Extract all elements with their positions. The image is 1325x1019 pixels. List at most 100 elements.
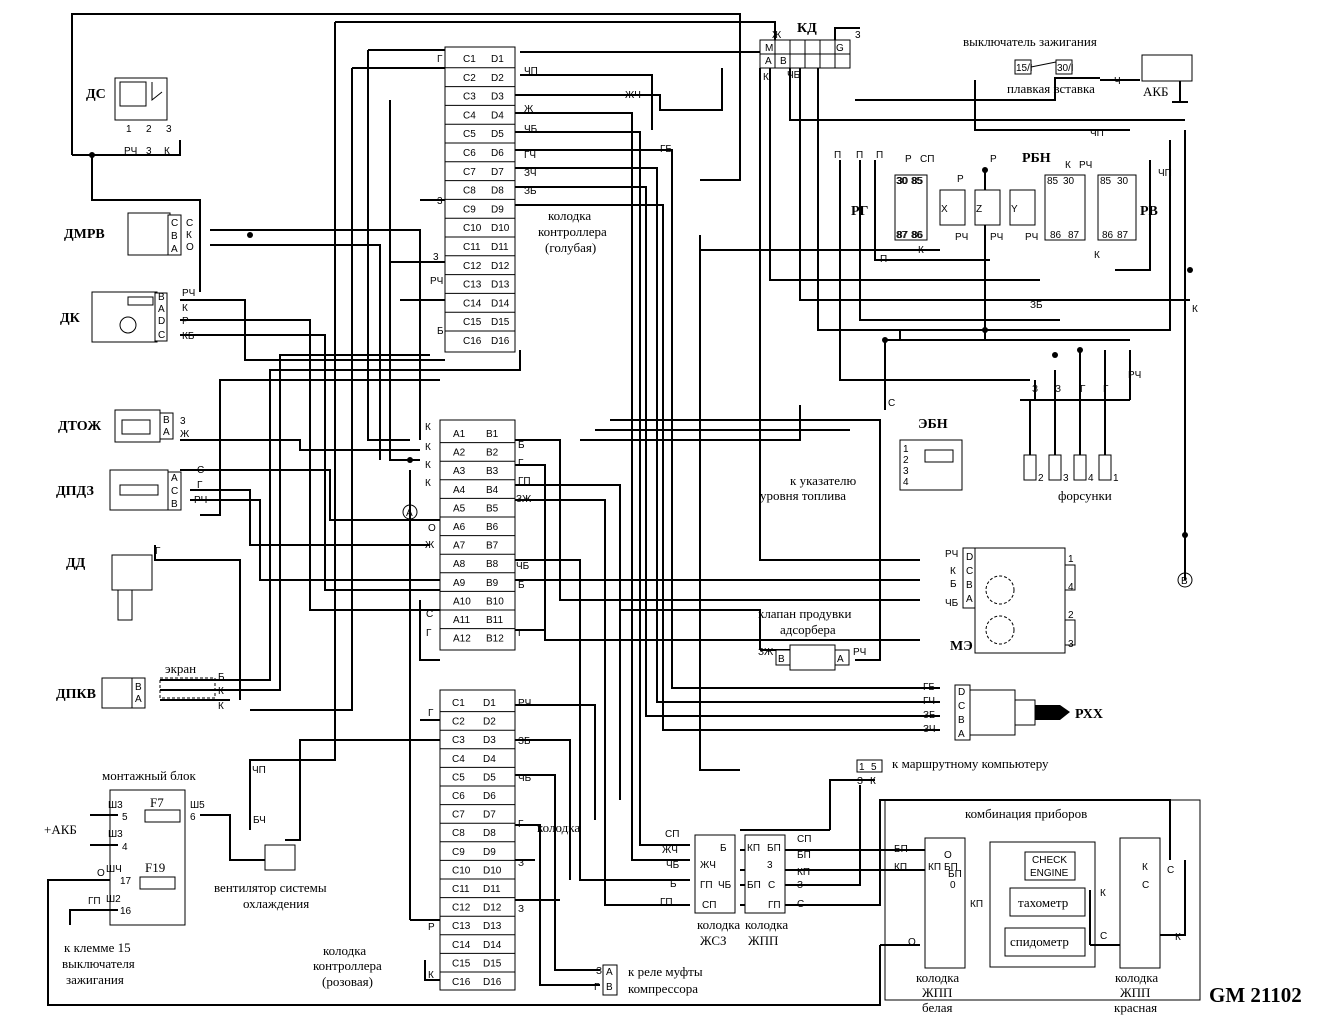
mount-block-caption: монтажный блок — [102, 768, 196, 783]
pin-code-relay-rv: 86 — [1102, 230, 1114, 241]
pin-code-me-pins: D — [966, 552, 973, 563]
component-labels: ДС ДМРВ ДК ДТОЖ ДПДЗ ДД ДПКВ КД РГ РБН Р… — [56, 21, 1169, 722]
pink-pin-d: D4 — [483, 754, 496, 765]
plus-akb-caption: +АКБ — [44, 822, 77, 837]
ab-pin-b: B7 — [486, 541, 499, 552]
speedometer-label: спидометр — [1010, 934, 1069, 949]
screen-caption: экран — [165, 661, 196, 676]
pin-code-kd: В — [780, 56, 787, 67]
pink-pin-d: D16 — [483, 977, 502, 988]
pin-code-zhpp-pins: ГП — [768, 900, 781, 911]
pin-code-injector-nums: 1 — [1113, 473, 1119, 484]
zhpp-caption-2: ЖПП — [748, 933, 778, 948]
wire-tag-pink-right: З — [518, 904, 524, 915]
pin-code-zhsz-pins: ЖЧ — [700, 860, 716, 871]
zhsz-caption-2: ЖСЗ — [700, 933, 727, 948]
ab-pin-a: A5 — [453, 503, 466, 514]
wire-tag-relays: К — [1065, 160, 1071, 171]
blue-caption-1: колодка — [548, 208, 591, 223]
wire-tag-dk: РЧ — [182, 288, 195, 299]
pin-code-me-spark: 3 — [1068, 639, 1074, 650]
pin-code-zhsz-pins: Б — [720, 843, 727, 854]
ign-term-caption-3: зажигания — [66, 972, 124, 987]
wire-tag-kd: 3 — [855, 30, 861, 41]
pin-code-zhpp-pins: КП — [747, 843, 760, 854]
pin-code-kd: А — [765, 56, 772, 67]
pin-code-mount-pins: 5 — [122, 812, 128, 823]
pin-code-relay-terms: 30 — [896, 176, 908, 187]
ab-connector-pins: A1A2A3A4A5A6A7A8A9A10A11A12B1B2B3B4B5B6B… — [440, 429, 515, 645]
pink-caption-3: (розовая) — [322, 974, 373, 989]
wire-tag-zhsz: ЧБ — [666, 860, 680, 871]
pin-code-zhpp-pins: С — [768, 880, 775, 891]
pin-code-dk-pins: А — [158, 304, 165, 315]
wires — [47, 13, 1190, 1006]
pin-code-mount-pins: Ш2 — [106, 894, 121, 905]
pin-code-rhh-pins: A — [958, 729, 965, 740]
wire-tag-cluster: КП — [970, 899, 983, 910]
wire-tag-blue-right: ЖЧ — [625, 90, 641, 101]
pink-pin-c: C3 — [452, 735, 465, 746]
wire-tag-injectors: Г — [1080, 384, 1086, 395]
pin-code-zhsz-pins: ГП — [700, 880, 713, 891]
pin-code-ebn-pins: 4 — [903, 477, 909, 488]
pin-code-injector-nums: 4 — [1088, 473, 1094, 484]
pink-pin-d: D10 — [483, 865, 502, 876]
wire-tag-blue-left: РЧ — [430, 276, 443, 287]
wire-tag-dk: К — [182, 303, 188, 314]
zhpp-connector — [744, 834, 786, 914]
pin-code-purge-pins: А — [837, 654, 844, 665]
zhsz-caption-1: колодка — [697, 917, 740, 932]
pin-code-relay-terms: 86 — [911, 230, 923, 241]
pin-code-kd: М — [765, 43, 773, 54]
pin-code-zhsz-pins: ЧБ — [718, 880, 732, 891]
wire-tag-ab-left: К — [425, 422, 431, 433]
ds-label: ДС — [86, 87, 106, 102]
wire-tag-cluster: О — [908, 937, 916, 948]
wire-tag-dpkv: К — [218, 701, 224, 712]
wire-tag-me: К — [950, 566, 956, 577]
wire-tag-ab-right: Г — [518, 458, 524, 469]
blue-pin-d: D6 — [491, 148, 504, 159]
check-engine-line-1: CHECK — [1032, 855, 1067, 866]
ebn-symbol — [899, 439, 963, 491]
pink-pin-c: C7 — [452, 810, 465, 821]
wire-tag-ab-right: ГП — [518, 476, 531, 487]
pin-code-purge-pins: В — [778, 654, 785, 665]
pin-code-me-spark: 1 — [1068, 554, 1074, 565]
pink-pin-d: D3 — [483, 735, 496, 746]
blue-pin-d: D1 — [491, 54, 504, 65]
wire-tag-mount: ГП — [88, 896, 101, 907]
wire-tag-rhh: ГЧ — [923, 696, 935, 707]
pin-code-me-spark: 2 — [1068, 610, 1074, 621]
wire-tag-me: ЧБ — [945, 598, 959, 609]
ab-pin-a: A8 — [453, 559, 466, 570]
ignition-switch-symbol — [1014, 59, 1073, 75]
pink-pin-d: D6 — [483, 791, 496, 802]
wire-tag-ab-left: Г — [426, 628, 432, 639]
wire-tag-zhsz: СП — [665, 829, 679, 840]
fan-caption-2: охлаждения — [243, 896, 309, 911]
ab-pin-b: B3 — [486, 466, 499, 477]
pin-code-ground-marks: В — [1181, 576, 1188, 587]
mount-block-symbol — [109, 789, 186, 926]
fuse-f7-label: F7 — [150, 795, 164, 810]
pin-code-relay-rg: 87 — [897, 230, 909, 241]
ab-pin-b: B6 — [486, 522, 499, 533]
blue-pin-c: C3 — [463, 92, 476, 103]
wire-tag-ab-right: ЧБ — [516, 561, 530, 572]
pin-code-dk-pins: С — [158, 330, 165, 341]
pin-code-dtozh-pins: В — [163, 415, 170, 426]
pin-code-zhpp-pins: БП — [767, 843, 781, 854]
pink-pin-c: C8 — [452, 828, 465, 839]
zhpp-white-caption-2: ЖПП — [922, 985, 952, 1000]
fan-symbol — [264, 844, 296, 871]
pin-code-dpdz-pins: А — [171, 473, 178, 484]
wire-tag-cluster: БП — [948, 869, 962, 880]
wire-tag-ds: 3 — [146, 146, 152, 157]
ab-pin-b: B5 — [486, 503, 499, 514]
pin-code-relay-rv: 30 — [1117, 176, 1129, 187]
fuse-f19-label: F19 — [145, 860, 165, 875]
rhh-symbol — [954, 684, 1070, 741]
pink-pin-c: C12 — [452, 903, 471, 914]
